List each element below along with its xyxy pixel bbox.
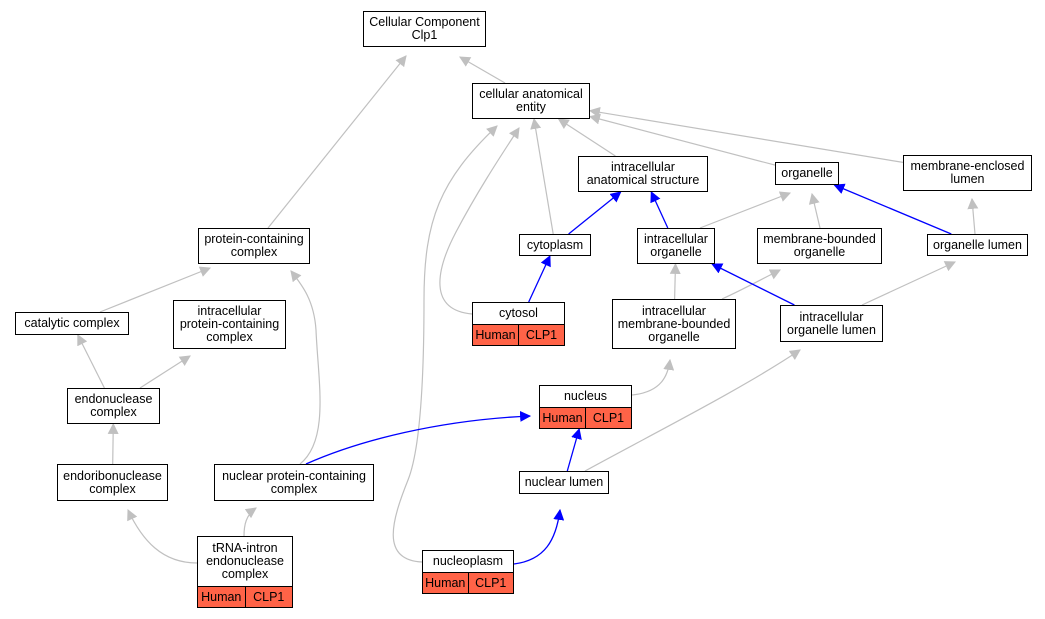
species-tag: Human [423, 573, 468, 593]
edge-pcc-to-root [267, 55, 407, 229]
edge-nucleus-to-imbo [631, 358, 675, 396]
node-label: intracellular anatomical structure [586, 160, 700, 187]
gene-tag: CLP1 [585, 408, 631, 428]
edge-enc-to-cc [77, 334, 105, 389]
node-label: nuclear protein-containing complex [222, 468, 366, 496]
gene-tag: CLP1 [244, 587, 292, 607]
node-ias[interactable]: intracellular anatomical structure [578, 156, 708, 192]
gene-tag: CLP1 [467, 573, 513, 593]
edge-np-to-cae [392, 125, 498, 563]
edge-npcc-to-nucleus [305, 410, 532, 465]
species-tag: Human [540, 408, 585, 428]
edge-tie-to-npcc [243, 507, 257, 537]
node-cc[interactable]: catalytic complex [15, 312, 129, 335]
edge-enc-to-ipcc [139, 355, 191, 389]
node-ipcc[interactable]: intracellular protein-containing complex [173, 300, 286, 349]
node-label: Cellular Component Clp1 [369, 15, 480, 42]
edge-npcc-to-pcc [290, 270, 321, 465]
node-label: organelle lumen [933, 237, 1022, 252]
species-tag: Human [473, 325, 518, 345]
node-label: cellular anatomical entity [479, 87, 583, 114]
edge-ias-to-cae [557, 118, 616, 157]
node-label: tRNA-intron endonuclease complex [206, 541, 284, 581]
edge-np-to-nl [513, 508, 565, 565]
node-io[interactable]: intracellular organelle [637, 228, 715, 264]
node-root[interactable]: Cellular Component Clp1 [363, 11, 486, 47]
edge-imbo-to-io [669, 262, 681, 300]
node-label: nucleoplasm [432, 554, 504, 568]
node-imbo[interactable]: intracellular membrane-bounded organelle [612, 299, 736, 349]
edge-mel-to-cae [588, 106, 904, 163]
node-ol[interactable]: organelle lumen [927, 234, 1028, 256]
edge-io-to-ias [650, 191, 669, 229]
edge-tie-to-erc [127, 509, 198, 564]
edge-cytosol-to-cae [439, 127, 520, 315]
edge-cytosol-to-cytoplasm [528, 255, 551, 303]
node-nl[interactable]: nuclear lumen [519, 471, 609, 494]
node-label: endoribonuclease complex [63, 468, 162, 496]
edge-erc-to-enc [107, 422, 119, 465]
node-cae[interactable]: cellular anatomical entity [472, 83, 590, 119]
edge-io-to-organelle [699, 191, 792, 229]
edge-cc-to-pcc [99, 266, 212, 313]
node-organelle[interactable]: organelle [775, 162, 839, 185]
edge-ol-to-organelle [833, 183, 952, 235]
edge-iol-to-ol [861, 261, 956, 306]
node-label: membrane-enclosed lumen [910, 159, 1025, 186]
edge-cytoplasm-to-cae [530, 117, 554, 235]
node-iol[interactable]: intracellular organelle lumen [780, 305, 883, 342]
node-pcc[interactable]: protein-containing complex [198, 228, 310, 264]
node-label: intracellular organelle lumen [787, 309, 876, 337]
node-label: protein-containing complex [204, 232, 304, 259]
node-mel[interactable]: membrane-enclosed lumen [903, 155, 1032, 191]
node-enc[interactable]: endonuclease complex [67, 388, 160, 424]
edge-iol-to-io [711, 263, 795, 306]
edge-cytoplasm-to-ias [568, 191, 622, 235]
node-label: endonuclease complex [74, 392, 153, 419]
edge-nl-to-iol [584, 349, 801, 472]
species-tag: Human [198, 587, 245, 607]
edge-imbo-to-mbo [721, 269, 781, 300]
edge-organelle-to-cae [588, 113, 776, 166]
edge-nl-to-nucleus [566, 427, 582, 472]
node-erc[interactable]: endoribonuclease complex [57, 464, 168, 501]
node-npcc[interactable]: nuclear protein-containing complex [214, 464, 374, 501]
node-label: intracellular membrane-bounded organelle [617, 303, 731, 344]
node-label: cytoplasm [526, 237, 584, 252]
node-label: nuclear lumen [524, 475, 604, 489]
node-mbo[interactable]: membrane-bounded organelle [757, 228, 882, 264]
gene-tag: CLP1 [518, 325, 564, 345]
edge-mbo-to-organelle [808, 192, 821, 229]
node-label: organelle [781, 166, 833, 180]
node-label: intracellular organelle [644, 232, 708, 259]
node-label: nucleus [563, 389, 608, 403]
node-cytoplasm[interactable]: cytoplasm [519, 234, 591, 256]
node-label: intracellular protein-containing complex [179, 304, 280, 344]
edge-cae-to-root [459, 56, 506, 84]
node-label: cytosol [499, 306, 538, 320]
node-label: membrane-bounded organelle [763, 232, 876, 259]
edge-ol-to-mel [967, 197, 979, 235]
node-label: catalytic complex [24, 316, 120, 330]
